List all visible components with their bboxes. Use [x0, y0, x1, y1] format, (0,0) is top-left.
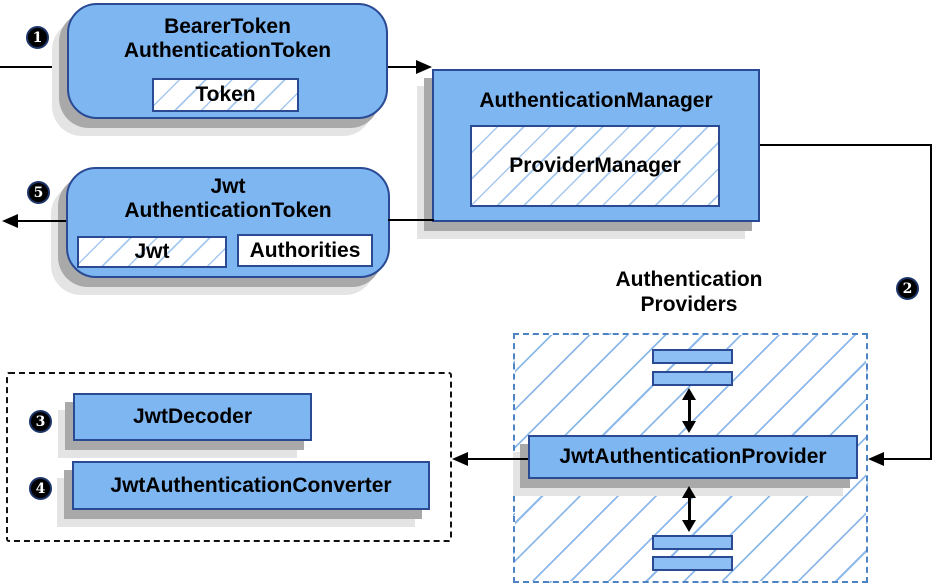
provider-placeholder-bar: [652, 556, 733, 571]
provider-placeholder-bar: [652, 349, 733, 364]
jwt-authentication-provider-node: JwtAuthenticationProvider: [528, 435, 858, 479]
provider-placeholder-bar: [652, 535, 733, 550]
bearer-to-manager-line: [388, 66, 418, 68]
jwt-chip: Jwt: [77, 236, 227, 268]
node-title-line: AuthenticationToken: [123, 39, 332, 62]
provider-manager-chip: ProviderManager: [470, 125, 720, 207]
jwt-decoder-node: JwtDecoder: [73, 393, 312, 441]
step-1-badge: 1: [26, 26, 49, 49]
bearer-token-authentication-token-node: BearerToken AuthenticationToken Token: [67, 3, 388, 119]
incoming-request-line: [0, 66, 67, 68]
arrowhead-down-icon: [682, 520, 696, 532]
authorities-chip: Authorities: [237, 234, 373, 267]
label-line: Authentication: [615, 268, 763, 291]
token-chip: Token: [152, 78, 299, 112]
jwt-authentication-token-node: Jwt AuthenticationToken Jwt Authorities: [66, 167, 390, 278]
label-line: Providers: [640, 293, 738, 316]
arrowhead-down-icon: [682, 421, 696, 433]
arrowhead-up-icon: [682, 388, 696, 400]
authentication-manager-node: AuthenticationManager ProviderManager: [432, 69, 760, 222]
manager-to-jwt-token-line: [388, 219, 434, 221]
manager-to-provider-line-top: [760, 144, 932, 146]
jwt-authentication-converter-node: JwtAuthenticationConverter: [72, 461, 430, 510]
node-title-line: AuthenticationManager: [479, 89, 713, 112]
node-title-line: BearerToken: [164, 15, 291, 38]
step-4-badge: 4: [29, 477, 52, 500]
node-title-line: AuthenticationToken: [124, 199, 332, 222]
step-5-badge: 5: [27, 181, 50, 204]
arrowhead-left-icon: [452, 452, 468, 466]
step-2-badge: 2: [896, 277, 919, 300]
step-3-badge: 3: [29, 410, 52, 433]
arrowhead-left-icon: [868, 452, 884, 466]
manager-to-provider-line-bottom: [882, 458, 932, 460]
arrowhead-up-icon: [682, 486, 696, 498]
authentication-providers-label: Authentication Providers: [564, 267, 814, 317]
manager-to-provider-line-right: [930, 144, 932, 460]
double-arrow-line: [688, 495, 691, 523]
arrowhead-left-icon: [2, 214, 18, 228]
provider-placeholder-bar: [652, 371, 733, 386]
node-title-line: Jwt: [210, 175, 246, 198]
double-arrow-line: [688, 397, 691, 423]
provider-to-decoder-line: [464, 458, 528, 460]
outgoing-result-line: [14, 220, 66, 222]
arrowhead-right-icon: [416, 60, 432, 74]
